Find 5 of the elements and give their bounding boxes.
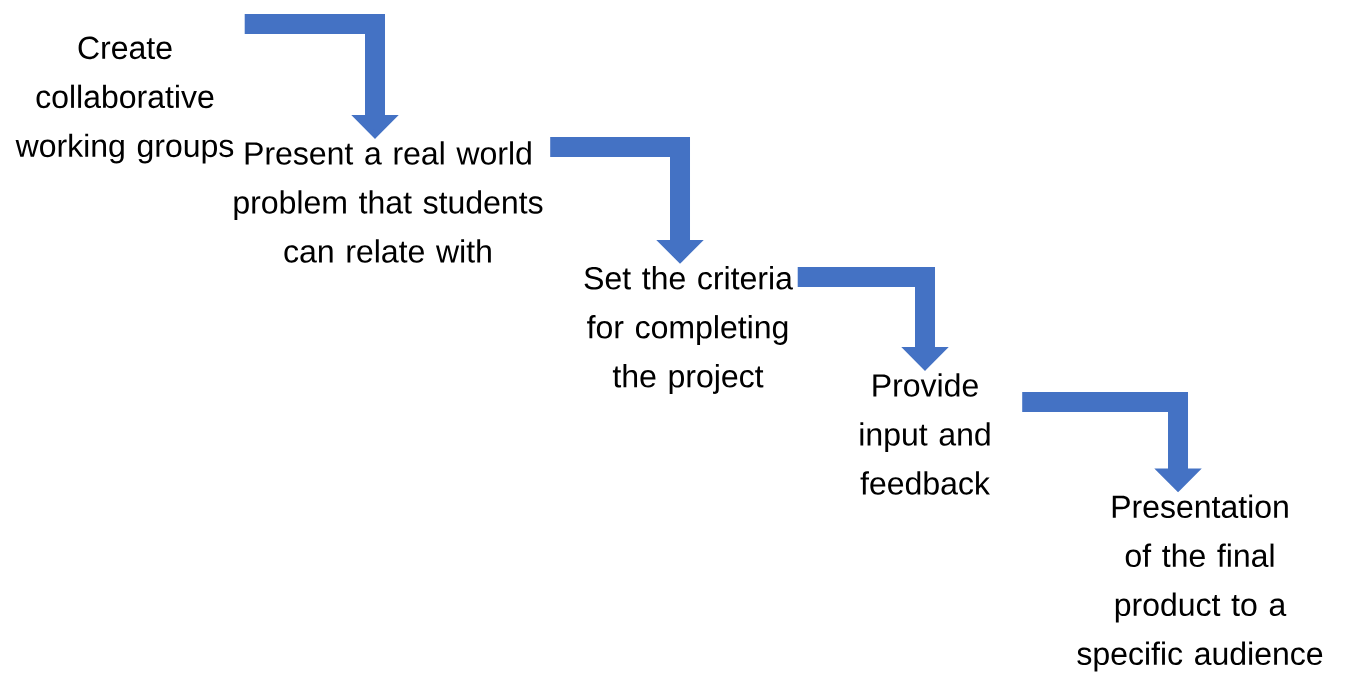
- step-text: Set the criteria for completing the project: [584, 266, 793, 394]
- step-text: Provide input and feedback: [860, 373, 990, 495]
- step-text: Presentation of the final product to a specific audience: [1077, 494, 1323, 672]
- step-text: Present a real world problem that students can relate with: [234, 141, 543, 263]
- step-text: Create collaborative working groups: [15, 36, 234, 164]
